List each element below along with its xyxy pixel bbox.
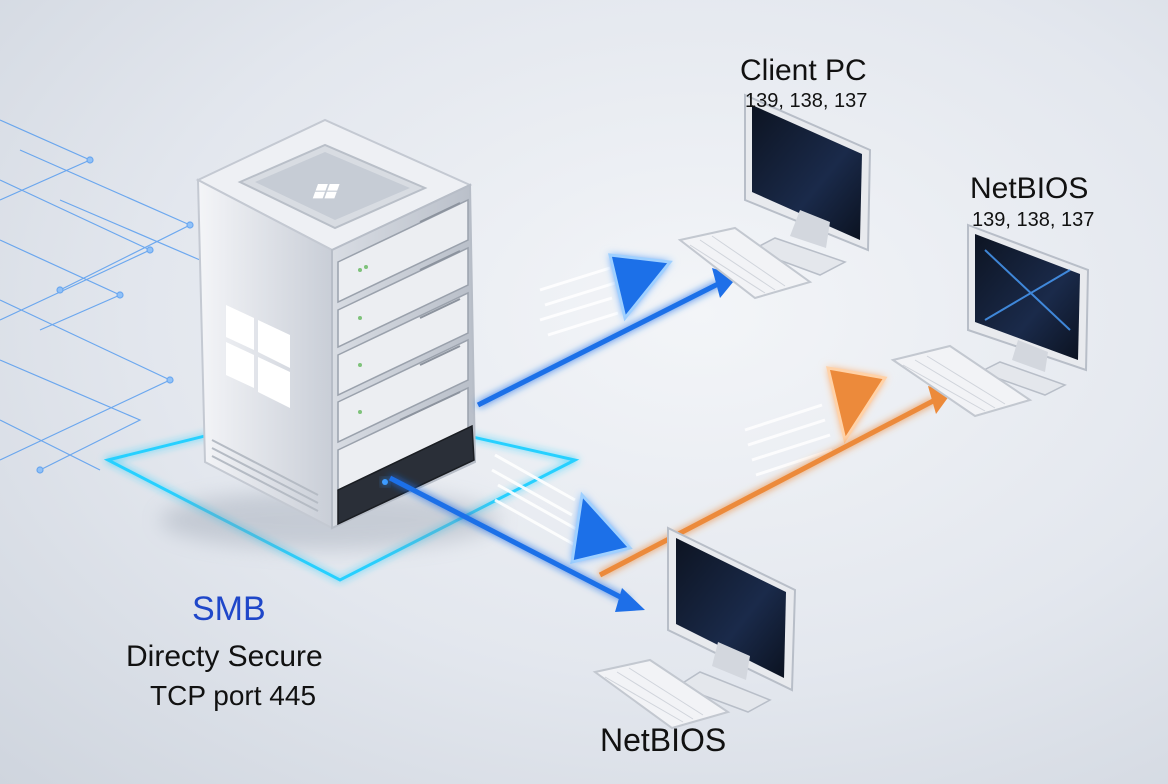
netbios-right-title: NetBIOS	[970, 172, 1089, 205]
smb-title: SMB	[192, 590, 266, 628]
netbios-bottom-title: NetBIOS	[600, 722, 727, 758]
client-pc-ports: 139, 138, 137	[745, 90, 868, 112]
orange-flow-arrow	[598, 366, 952, 578]
keyboard-icon	[592, 658, 731, 730]
blue-flow-arrow-top	[476, 253, 738, 408]
netbios-right-ports: 139, 138, 137	[972, 209, 1095, 231]
keyboard-icon	[677, 226, 813, 300]
monitor-icon	[667, 526, 797, 713]
smb-port: TCP port 445	[150, 680, 317, 711]
windows-server-icon	[195, 118, 477, 530]
client-pc-title: Client PC	[740, 54, 867, 87]
monitor-icon	[744, 93, 872, 276]
circuit-grid	[0, 119, 201, 474]
windows-logo-icon	[226, 305, 290, 408]
keyboard-icon	[890, 344, 1033, 418]
blue-flow-arrow-bottom	[388, 453, 645, 612]
monitor-icon	[967, 223, 1090, 396]
smb-subtitle: Directy Secure	[126, 640, 323, 673]
rack-units	[337, 198, 469, 492]
